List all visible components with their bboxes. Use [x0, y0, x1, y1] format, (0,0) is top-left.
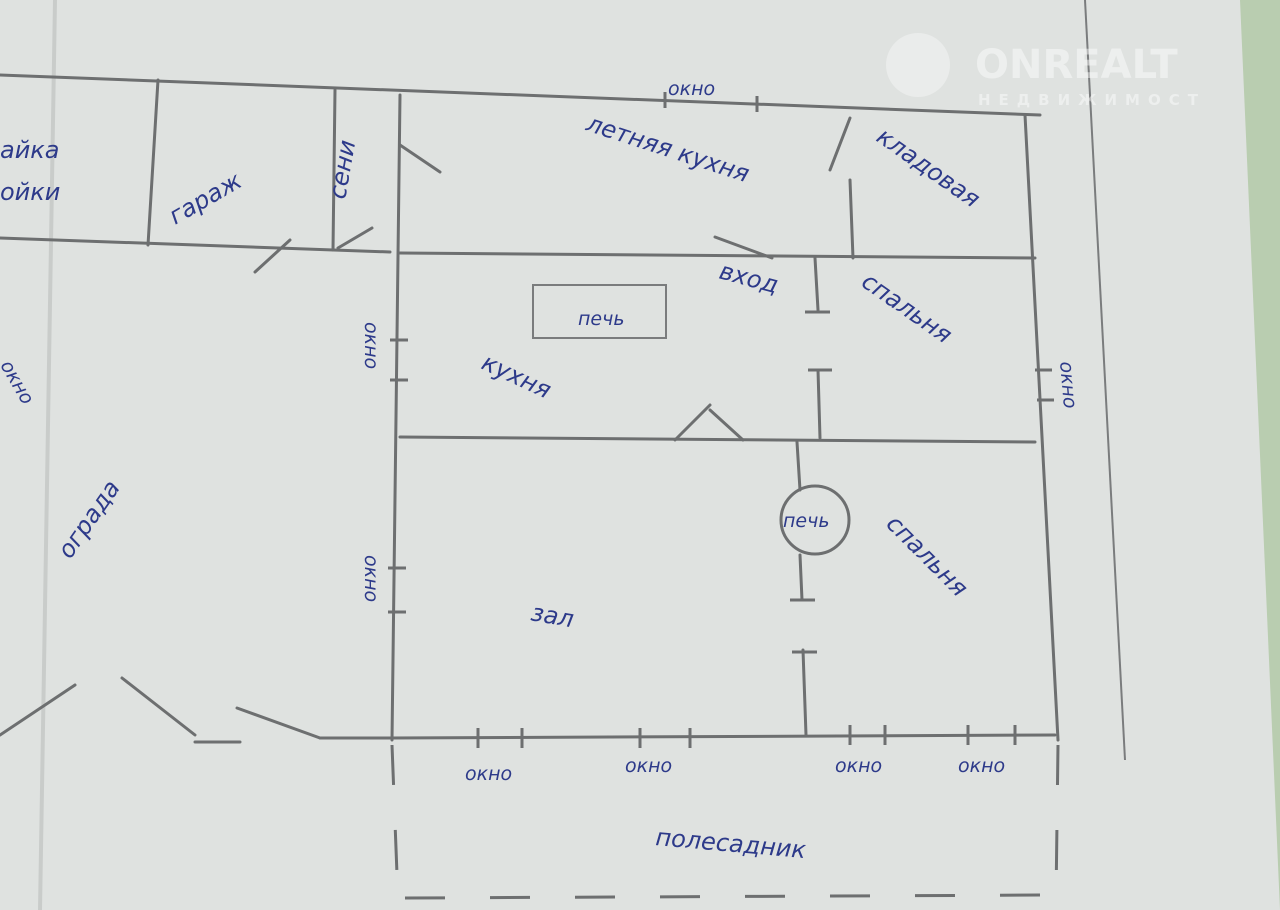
- watermark-house-icon: [886, 33, 950, 97]
- label-window: окно: [360, 322, 382, 369]
- watermark-tagline: НЕДВИЖИМОСТ: [978, 91, 1206, 109]
- watermark-brand: ONREALT: [975, 42, 1178, 88]
- label-window: окно: [625, 755, 672, 777]
- label-stove-hall: печь: [783, 510, 830, 532]
- label-window: окно: [360, 555, 382, 602]
- label-window: окно: [835, 755, 882, 777]
- label-window: окно: [668, 78, 715, 100]
- label-window: окно: [958, 755, 1005, 777]
- paper-fold: [38, 0, 57, 910]
- label-window: окно: [1055, 361, 1081, 410]
- label-stove-kitchen: печь: [578, 308, 625, 330]
- plan-lines: [0, 0, 1126, 901]
- label-window: окно: [465, 763, 512, 785]
- label-left-top-1: айка: [0, 136, 60, 164]
- watermark: ONREALT НЕДВИЖИМОСТ: [886, 33, 1206, 109]
- label-left-top-2: ойки: [0, 178, 60, 206]
